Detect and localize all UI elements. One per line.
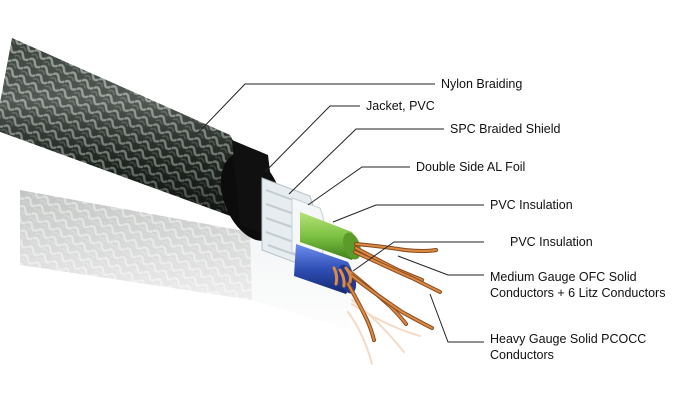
- label-heavy-gauge-line1: Heavy Gauge Solid PCOCC: [490, 332, 647, 346]
- leader-al-foil: [307, 166, 410, 206]
- conductor-reflection: [347, 299, 421, 365]
- label-pvc-insulation-2: PVC Insulation: [510, 235, 593, 249]
- label-heavy-gauge-conductors: Heavy Gauge Solid PCOCC Conductors: [490, 331, 690, 363]
- leader-pvc-insulation-1: [332, 204, 484, 223]
- label-medium-gauge-conductors: Medium Gauge OFC Solid Conductors + 6 Li…: [490, 269, 690, 301]
- leader-heavy-gauge: [429, 293, 484, 343]
- leader-nylon-braiding: [195, 83, 435, 136]
- label-heavy-gauge-line2: Conductors: [490, 348, 554, 362]
- leader-lines: [195, 83, 484, 343]
- leader-medium-gauge: [397, 255, 484, 276]
- label-double-side-al-foil: Double Side AL Foil: [416, 160, 526, 174]
- leader-spc-braided-shield: [288, 128, 444, 195]
- label-jacket-pvc: Jacket, PVC: [366, 99, 435, 113]
- label-medium-gauge-line2: Conductors + 6 Litz Conductors: [490, 286, 666, 300]
- label-pvc-insulation-1: PVC Insulation: [490, 198, 573, 212]
- label-nylon-braiding: Nylon Braiding: [441, 77, 523, 91]
- label-medium-gauge-line1: Medium Gauge OFC Solid: [490, 270, 637, 284]
- label-spc-braided-shield: SPC Braided Shield: [450, 122, 561, 136]
- nylon-braid-body: [0, 38, 241, 218]
- cable-reflection: [0, 185, 420, 345]
- leader-pvc-insulation-2: [352, 241, 484, 272]
- leader-jacket-pvc: [264, 105, 360, 173]
- copper-conductors: [332, 242, 442, 342]
